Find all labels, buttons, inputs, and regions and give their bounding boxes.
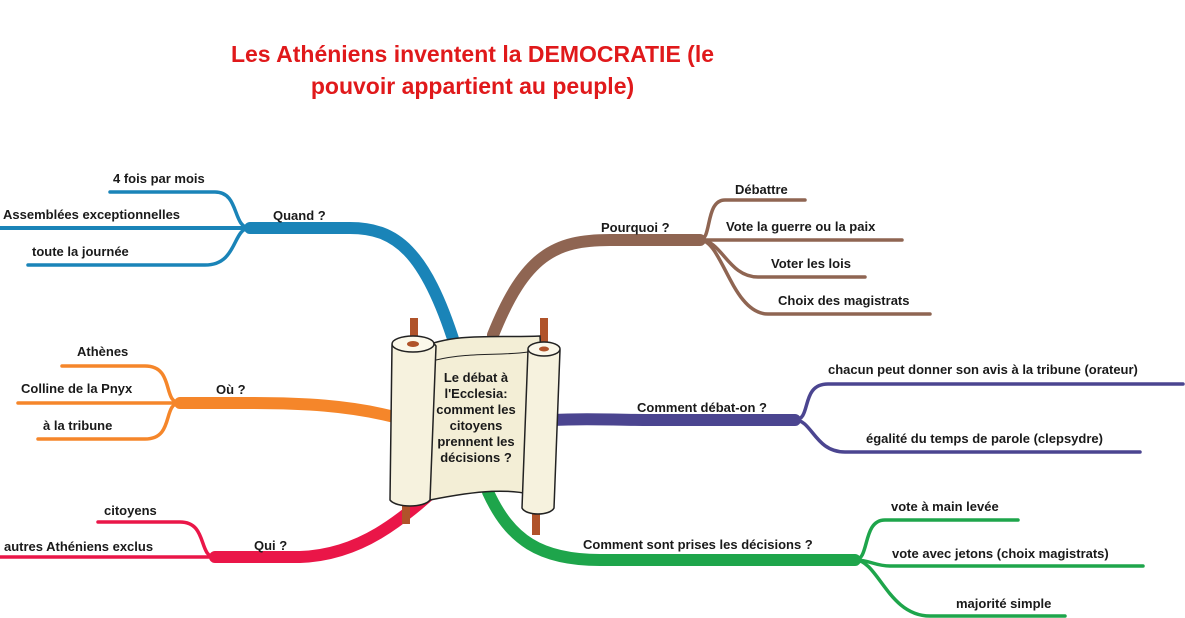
leaf-decisions-3: majorité simple [956,596,1052,611]
leaf-quand-2: Assemblées exceptionnelles [3,207,181,222]
branch-quand-trunk [244,222,461,351]
center-topic: Le débat à l'Ecclesia: comment les citoy… [436,370,516,465]
leaf-decisions-1: vote à main levée [891,499,999,514]
branch-debat-trunk [546,413,801,426]
leaf-qui-1: citoyens [104,503,157,518]
leaf-ou-3: à la tribune [43,418,113,433]
leaf-pourquoi-2: Vote la guerre ou la paix [726,219,876,234]
branch-label-quand: Quand ? [273,208,326,223]
branch-decisions-trunk [482,486,861,566]
leaf-decisions-2: vote avec jetons (choix magistrats) [892,546,1109,561]
branch-label-decisions: Comment sont prises les décisions ? [583,537,813,552]
leaf-pourquoi-1: Débattre [735,182,788,197]
leaf-debat-1: chacun peut donner son avis à la tribune… [828,362,1138,377]
branch-label-ou: Où ? [216,382,246,397]
branch-pourquoi-lines [487,198,932,341]
branch-label-pourquoi: Pourquoi ? [601,220,670,235]
branch-label-debat: Comment débat-on ? [637,400,767,415]
branch-ou-lines [16,364,404,441]
leaf-pourquoi-4: Choix des magistrats [778,293,910,308]
leaf-qui-2: autres Athéniens exclus [4,539,154,554]
page-title: Les Athéniens inventent la DEMOCRATIE (l… [230,41,715,99]
leaf-ou-2: Colline de la Pnyx [21,381,133,396]
branch-ou-trunk [174,397,404,424]
leaf-ou-1: Athènes [77,344,129,359]
branch-debat-lines [546,382,1185,454]
branch-pourquoi-trunk [487,234,706,341]
scroll-icon [389,318,561,535]
leaf-pourquoi-3: Voter les lois [771,256,851,271]
branch-label-qui: Qui ? [254,538,288,553]
leaf-debat-2: égalité du temps de parole (clepsydre) [866,431,1103,446]
leaf-quand-3: toute la journée [32,244,129,259]
leaf-quand-1: 4 fois par mois [113,171,205,186]
branch-quand-lines [0,190,461,351]
branch-decisions-lines [482,486,1145,618]
